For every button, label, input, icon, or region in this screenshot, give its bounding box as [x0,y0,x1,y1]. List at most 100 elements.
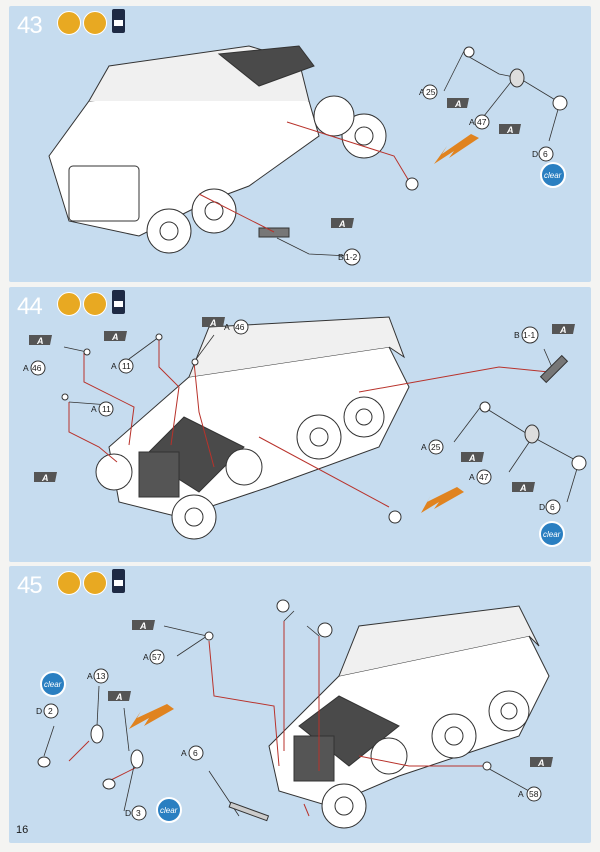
flag-a-icon: A [461,452,484,463]
svg-text:A: A [224,322,230,332]
direction-arrow-icon [421,487,464,513]
svg-text:A: A [111,361,117,371]
svg-text:A: A [115,692,123,702]
svg-text:A: A [559,325,567,335]
clear-badge-icon: clear [40,671,66,697]
svg-text:clear: clear [44,680,62,689]
step-43-panel: 43 [9,6,591,282]
svg-text:A: A [419,87,425,97]
svg-text:46: 46 [32,363,42,373]
svg-text:A: A [518,789,524,799]
paint-pot-icon [57,292,81,316]
clear-badge-icon: clear [539,521,565,547]
brush-icon [83,571,107,595]
svg-text:A: A [36,336,44,346]
svg-text:A: A [41,473,49,483]
svg-text:3: 3 [136,808,141,818]
brush-icon [83,11,107,35]
flag-a-icon: A [104,331,127,342]
svg-text:A: A [454,99,462,109]
svg-text:47: 47 [477,117,487,127]
part-a-47 [509,68,525,88]
svg-text:A: A [23,363,29,373]
svg-text:6: 6 [543,149,548,159]
vehicle-front-lower [268,605,550,829]
part-b-1-1 [539,354,569,384]
svg-text:57: 57 [152,652,162,662]
direction-arrow-icon [434,134,479,164]
vehicle-rear [48,45,387,254]
flag-a-icon: A [34,472,57,483]
assembly-drawing: A 57 A 13 D 2 D 3 A 6 A 58 A A A clear c… [36,599,553,829]
svg-text:clear: clear [544,171,562,180]
brush-icon [83,292,107,316]
svg-text:A: A [468,453,476,463]
svg-text:46: 46 [235,322,245,332]
svg-text:6: 6 [550,502,555,512]
flag-a-icon: A [447,98,469,109]
svg-text:clear: clear [160,806,178,815]
svg-text:1-2: 1-2 [345,252,358,262]
svg-text:47: 47 [479,472,489,482]
flag-a-icon: A [29,335,52,346]
step-number: 44 [17,293,43,320]
part-a-6 [228,801,270,822]
svg-text:A: A [143,652,149,662]
svg-text:D: D [125,808,131,818]
svg-text:2: 2 [48,706,53,716]
part-b-1-2 [258,227,290,238]
svg-text:clear: clear [543,530,561,539]
svg-text:A: A [469,117,475,127]
svg-text:A: A [338,219,346,229]
svg-text:1-1: 1-1 [523,330,536,340]
svg-text:A: A [209,318,217,328]
svg-text:D: D [36,706,42,716]
step-number: 45 [17,572,43,599]
svg-text:A: A [421,442,427,452]
svg-text:25: 25 [426,87,436,97]
svg-text:11: 11 [122,361,131,371]
svg-text:A: A [469,472,475,482]
flag-a-icon: A [132,620,155,631]
flag-a-icon: A [331,218,354,229]
svg-text:A: A [139,621,147,631]
assembly-drawing: A 25 A 47 D 6 B 1-2 A A A clear [48,45,568,266]
part-a-25 [463,46,475,58]
svg-text:B: B [338,252,344,262]
flag-a-icon: A [512,482,535,493]
svg-text:11: 11 [102,404,111,414]
svg-text:A: A [519,483,527,493]
svg-text:A: A [181,748,187,758]
svg-text:25: 25 [431,442,441,452]
clear-badge-icon: clear [540,162,566,188]
vehicle-front [95,316,410,540]
assembly-drawing: A 46 A 11 A 11 A 46 B 1-1 A 25 A 47 D 6 … [23,316,587,547]
svg-text:A: A [87,671,93,681]
svg-text:B: B [514,330,520,340]
step-45-panel: 45 [9,566,591,843]
svg-text:A: A [537,758,545,768]
paint-pot-icon [57,11,81,35]
direction-arrow-icon [129,704,174,729]
svg-text:13: 13 [96,671,106,681]
flag-a-icon: A [530,757,553,768]
paint-bottle-icon [112,290,125,314]
svg-text:6: 6 [193,748,198,758]
svg-text:D: D [539,502,545,512]
flag-a-icon: A [108,691,131,702]
step-44-panel: 44 [9,287,591,562]
paint-bottle-icon [112,9,125,33]
flag-a-icon: A [499,124,521,135]
flag-a-icon: A [202,317,225,328]
svg-text:58: 58 [529,789,539,799]
part-d-6 [552,95,568,111]
paint-bottle-icon [112,569,125,593]
svg-text:A: A [111,332,119,342]
svg-text:A: A [91,404,97,414]
svg-text:D: D [532,149,538,159]
step-number: 43 [17,12,43,39]
paint-pot-icon [57,571,81,595]
flag-a-icon: A [552,324,575,335]
page-number: 16 [16,824,29,836]
svg-text:A: A [506,125,514,135]
